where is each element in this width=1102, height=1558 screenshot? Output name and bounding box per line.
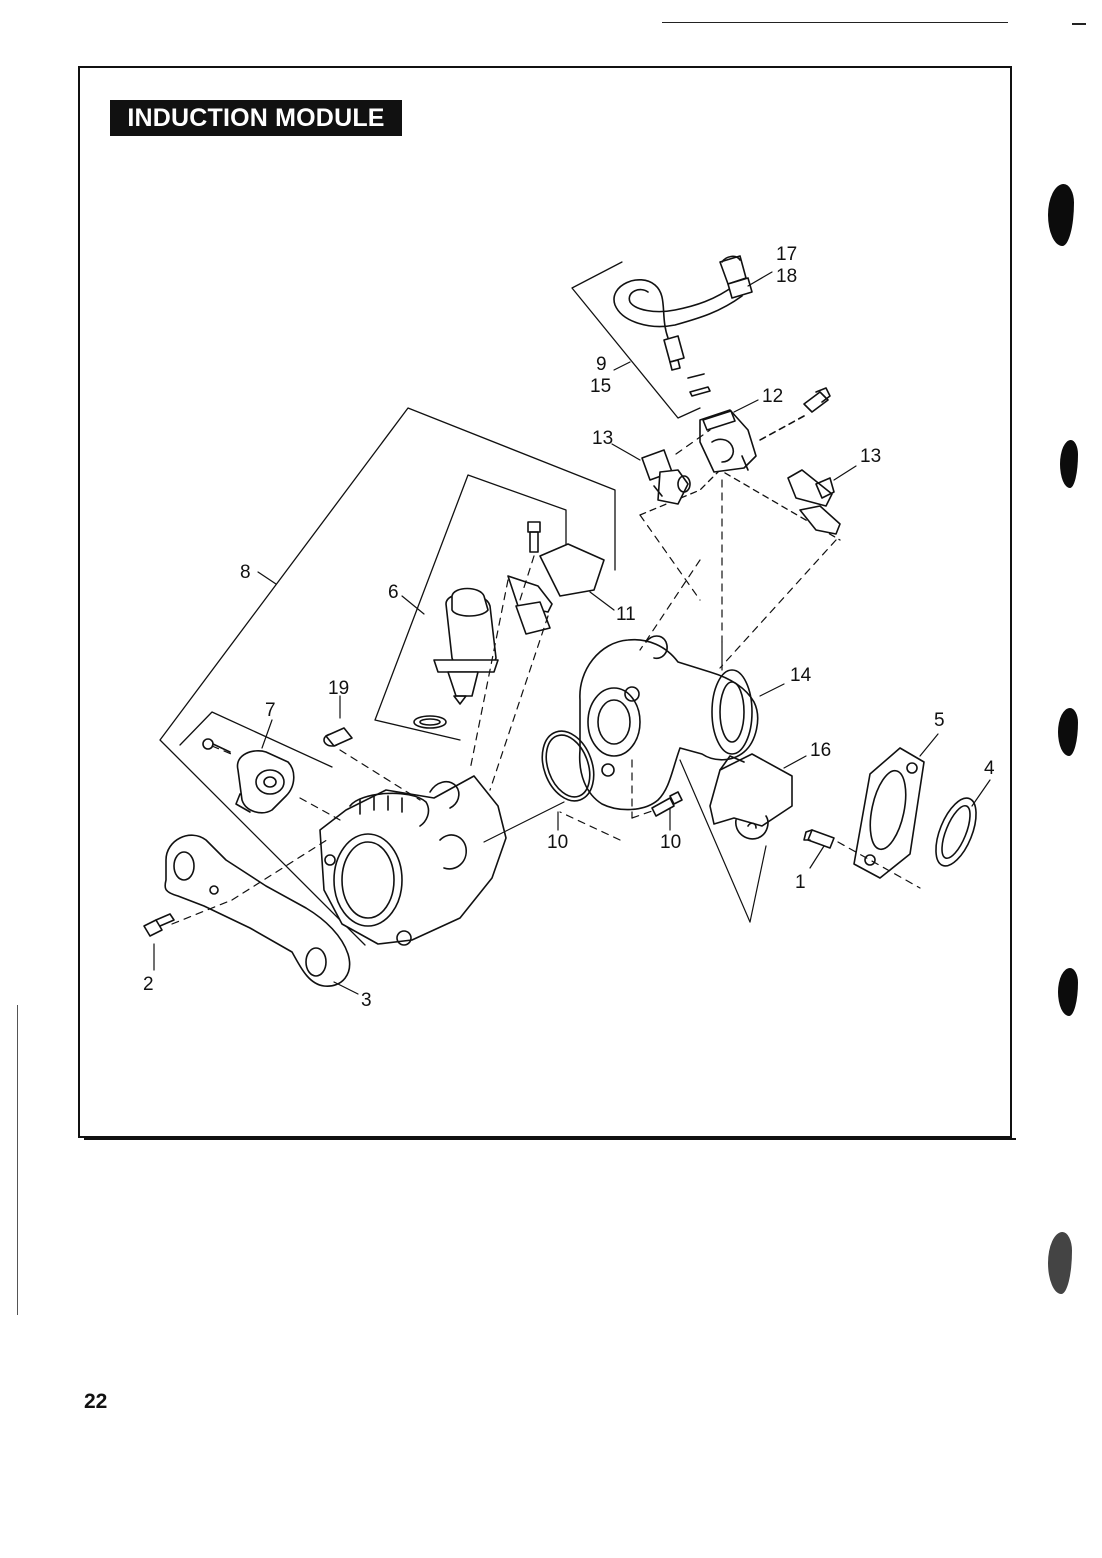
- group-bracket-8: [159, 407, 616, 946]
- index-tab-1: [1048, 184, 1074, 246]
- fuel-injector-left-13: [641, 449, 691, 505]
- callout-2: 2: [143, 974, 154, 995]
- screw-2: [143, 913, 175, 937]
- iac-valve-6: [413, 587, 499, 729]
- callout-1: 1: [795, 872, 806, 893]
- callout-15: 15: [590, 376, 611, 397]
- callout-14: 14: [790, 665, 812, 686]
- callout-3: 3: [361, 990, 372, 1011]
- callout-13a: 13: [592, 428, 613, 449]
- page-number: 22: [84, 1390, 108, 1413]
- screw-1: [803, 829, 835, 849]
- callout-18: 18: [776, 266, 797, 287]
- screw-7: [202, 738, 231, 753]
- top-rule: [662, 22, 1008, 23]
- index-tab-5: [1048, 1232, 1072, 1294]
- seal-ring-4: [935, 797, 977, 867]
- callout-6: 6: [388, 582, 399, 603]
- map-sensor-16: [709, 753, 793, 840]
- callout-7: 7: [265, 700, 276, 721]
- spacer-19: [323, 727, 353, 747]
- sensor-11: [507, 543, 605, 635]
- leader-lines: [153, 271, 991, 995]
- callout-12: 12: [762, 386, 783, 407]
- callout-8: 8: [240, 562, 251, 583]
- index-tab-2: [1060, 440, 1078, 488]
- callout-5: 5: [934, 710, 945, 731]
- callout-13b: 13: [860, 446, 881, 467]
- group-bracket-6-11: [374, 474, 567, 741]
- fuel-hose: [613, 255, 753, 371]
- frame-bottom-edge: [84, 1138, 1016, 1140]
- throttle-body: [319, 775, 507, 946]
- callout-16: 16: [810, 740, 831, 761]
- callout-9: 9: [596, 354, 607, 375]
- o-rings-9-15: [687, 373, 711, 397]
- callout-10a: 10: [547, 832, 568, 853]
- diagram-frame: [78, 66, 1012, 1138]
- o-ring-10: [541, 730, 595, 802]
- alignment-lines: [171, 429, 921, 925]
- throttle-position-sensor-7: [235, 750, 295, 814]
- callout-4: 4: [984, 758, 995, 779]
- callout-11: 11: [616, 604, 636, 625]
- binding-edge-line: [17, 1005, 18, 1315]
- group-bracket-7: [179, 711, 333, 768]
- screw-12: [759, 387, 831, 441]
- intake-manifold-14: [578, 635, 759, 811]
- page-title: INDUCTION MODULE: [110, 100, 402, 136]
- callout-10b: 10: [660, 832, 681, 853]
- callout-19: 19: [328, 678, 349, 699]
- fuel-rail-block-12: [699, 409, 757, 473]
- index-tab-4: [1058, 968, 1078, 1016]
- assembly-lines: [483, 641, 767, 923]
- screw-6: [527, 521, 541, 553]
- screw-10: [651, 791, 683, 817]
- index-tab-3: [1058, 708, 1078, 756]
- callout-17: 17: [776, 244, 797, 265]
- cable-bracket-3: [164, 834, 351, 987]
- group-bracket-9-15: [571, 261, 701, 419]
- gasket-5: [853, 747, 925, 879]
- top-tick: [1072, 23, 1086, 25]
- fuel-injector-right-13: [787, 469, 841, 535]
